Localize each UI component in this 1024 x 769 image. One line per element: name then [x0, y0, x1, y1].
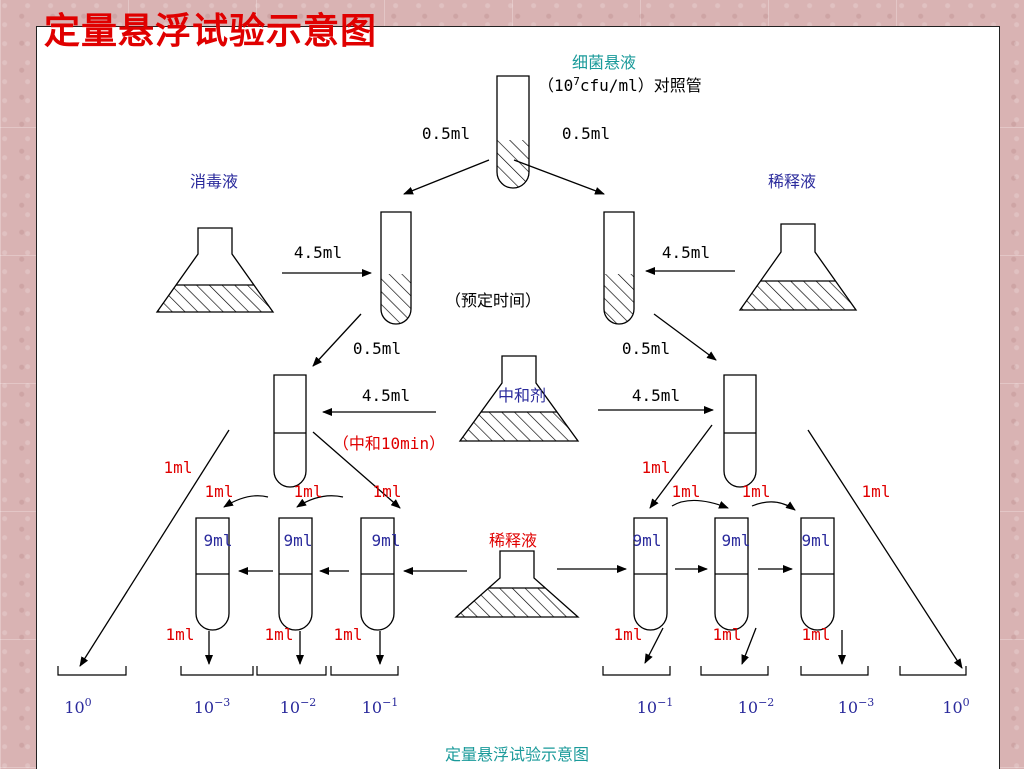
vol-1-top-l1: 1ml [373, 482, 402, 501]
vol-1-bottom-r2: 1ml [713, 625, 742, 644]
tube-right-1 [633, 517, 668, 631]
bacteria-label: 细菌悬液 [572, 53, 636, 72]
vol-9-r2: 9ml [722, 531, 751, 550]
plate-bracket-0 [57, 666, 127, 676]
control-tube [496, 75, 530, 189]
plate-bracket-7 [899, 666, 967, 676]
tube-right-3 [800, 517, 835, 631]
arrow-right-to-tube1 [649, 424, 713, 509]
neutral-left-tube [273, 374, 307, 488]
dilution-left-3: 10−1 [362, 696, 399, 717]
curve-right-2-3 [751, 501, 796, 511]
vol-1-diag-right: 1ml [642, 458, 671, 477]
curve-left-1-2 [296, 495, 344, 508]
dilution-right-3: 100 [942, 696, 969, 717]
vol-05-mid-right: 0.5ml [622, 339, 670, 358]
drop-right-2 [741, 627, 757, 665]
dilute-tube [603, 211, 635, 325]
arrow-disinfect-down [312, 313, 362, 367]
vol-45-left: 4.5ml [294, 243, 342, 262]
plate-bracket-4 [602, 666, 671, 676]
tube-left-1 [360, 517, 395, 631]
vol-1-diag-left: 1ml [164, 458, 193, 477]
dilution-right-2: 10−3 [838, 696, 875, 717]
arrow-dilute-down [653, 313, 717, 361]
vol-1-bottom-r1: 1ml [614, 625, 643, 644]
dilution-left-0: 100 [64, 696, 91, 717]
plate-bracket-1 [180, 666, 254, 676]
diluent-flask-right [738, 223, 858, 311]
vol-1-bottom-l1: 1ml [334, 625, 363, 644]
dilution-right-1: 10−2 [738, 696, 775, 717]
diluent-label-right: 稀释液 [768, 172, 816, 191]
plate-bracket-2 [256, 666, 327, 676]
caption: 定量悬浮试验示意图 [445, 745, 589, 764]
vol-1-top-l3: 1ml [205, 482, 234, 501]
disinfect-tube [380, 211, 412, 325]
vol-1-top-r3: 1ml [862, 482, 891, 501]
neutralize-time-label: （中和10min） [333, 434, 445, 453]
drop-right-1 [644, 627, 664, 664]
vol-45-neutral-left: 4.5ml [362, 386, 410, 405]
diluent-label-center: 稀释液 [489, 531, 537, 550]
vol-05-top-left: 0.5ml [422, 124, 470, 143]
arrow-left-diag-10-0 [79, 429, 230, 667]
vol-1-top-r2: 1ml [742, 482, 771, 501]
vol-1-bottom-l2: 1ml [265, 625, 294, 644]
vol-1-bottom-l3: 1ml [166, 625, 195, 644]
plate-bracket-3 [330, 666, 399, 676]
arrow-control-left [403, 159, 490, 195]
vol-1-bottom-r3: 1ml [802, 625, 831, 644]
vol-1-top-r1: 1ml [672, 482, 701, 501]
tube-right-2 [714, 517, 749, 631]
vol-45-right: 4.5ml [662, 243, 710, 262]
arrows-layer [79, 159, 963, 669]
tube-left-3 [195, 517, 230, 631]
neutralizer-flask [458, 355, 580, 442]
disinfectant-flask [155, 227, 275, 313]
arrow-left-to-tube1 [312, 431, 401, 509]
control-label: （107cfu/ml）对照管 [538, 75, 702, 95]
neutral-right-tube [723, 374, 757, 488]
dilution-right-0: 10−1 [637, 696, 674, 717]
plate-bracket-6 [800, 666, 869, 676]
tube-left-2 [278, 517, 313, 631]
dilution-left-1: 10−3 [194, 696, 231, 717]
dilution-left-2: 10−2 [280, 696, 317, 717]
vol-9-r3: 9ml [802, 531, 831, 550]
disinfectant-label: 消毒液 [190, 172, 238, 191]
plate-bracket-5 [700, 666, 769, 676]
curve-left-2-3 [223, 495, 269, 508]
vol-1-top-l2: 1ml [294, 482, 323, 501]
preset-time-label: （预定时间） [445, 291, 541, 310]
vol-45-neutral-right: 4.5ml [632, 386, 680, 405]
neutralizer-label: 中和剂 [498, 386, 546, 405]
curve-right-1-2 [671, 499, 729, 509]
page-title: 定量悬浮试验示意图 [44, 11, 378, 52]
shapes-layer [57, 75, 967, 676]
vol-05-top-right: 0.5ml [562, 124, 610, 143]
vol-05-mid-left: 0.5ml [353, 339, 401, 358]
vol-9-l2: 9ml [284, 531, 313, 550]
arrow-right-diag-10-0 [807, 429, 963, 669]
diluent-flask-center [454, 550, 580, 618]
vol-9-l1: 9ml [372, 531, 401, 550]
vol-9-r1: 9ml [633, 531, 662, 550]
vol-9-l3: 9ml [204, 531, 233, 550]
arrow-control-right [513, 159, 605, 195]
